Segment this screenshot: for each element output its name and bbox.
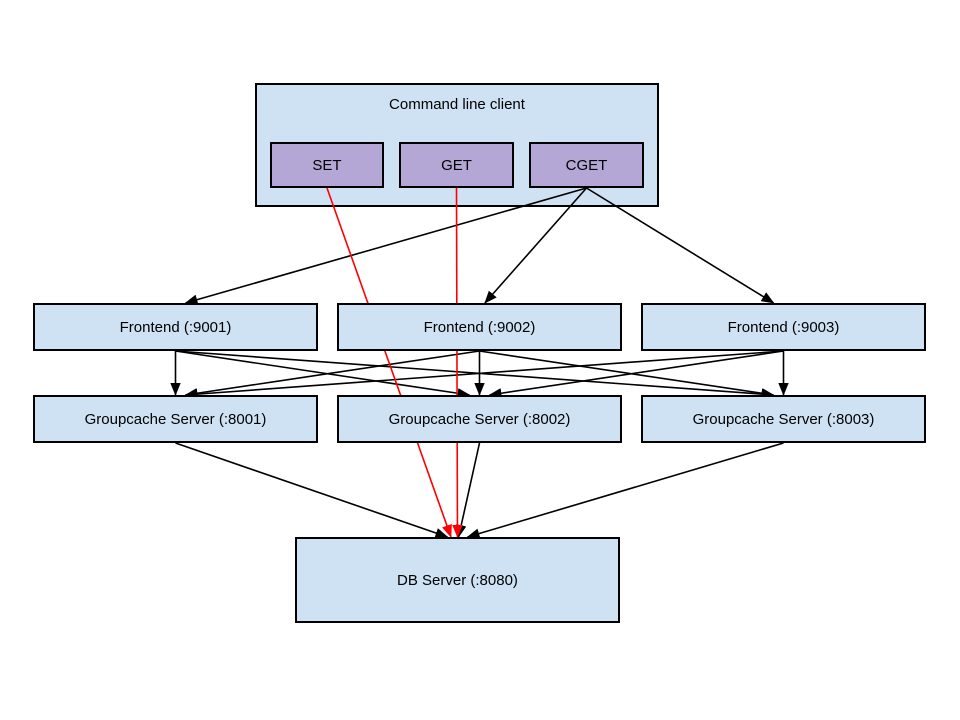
edge-g2-db <box>456 442 481 538</box>
edge-g1-db <box>175 442 449 538</box>
command-line-client-box: Command line client SET GET CGET <box>255 83 659 207</box>
command-line-client-title: Command line client <box>389 96 525 113</box>
groupcache-server-8001-box: Groupcache Server (:8001) <box>33 395 318 443</box>
edge-f1-g2 <box>175 350 471 399</box>
edge-g3-db <box>466 442 784 539</box>
edge-f2-g3 <box>479 350 775 399</box>
cget-operation-box: CGET <box>529 142 644 188</box>
frontend-9003-box: Frontend (:9003) <box>641 303 926 351</box>
edge-f3-g2 <box>488 350 784 399</box>
edge-set-db <box>326 187 452 538</box>
edge-get-db <box>452 187 463 538</box>
edge-f3-g1 <box>184 350 784 400</box>
db-server-box: DB Server (:8080) <box>295 537 620 623</box>
get-operation-box: GET <box>399 142 514 188</box>
frontend-9002-box: Frontend (:9002) <box>337 303 622 351</box>
groupcache-server-8002-box: Groupcache Server (:8002) <box>337 395 622 443</box>
groupcache-server-8003-box: Groupcache Server (:8003) <box>641 395 926 443</box>
set-operation-box: SET <box>270 142 384 188</box>
frontend-9001-box: Frontend (:9001) <box>33 303 318 351</box>
edge-f1-g3 <box>175 350 775 400</box>
edge-f2-g1 <box>184 350 480 399</box>
